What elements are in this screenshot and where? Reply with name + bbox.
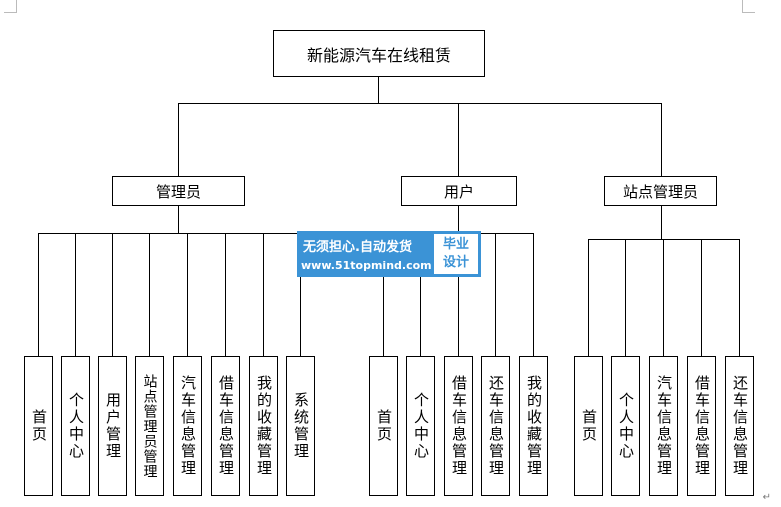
leaf-label: 系统管理 <box>292 392 310 460</box>
connector <box>458 103 459 176</box>
watermark-url: www.51topmind.com <box>301 259 432 272</box>
leaf-label: 个人中心 <box>67 392 85 460</box>
connector <box>378 77 379 103</box>
connector <box>533 233 534 356</box>
leaf-label: 还车信息管理 <box>731 375 749 477</box>
leaf-node: 还车信息管理 <box>725 356 754 496</box>
leaf-node: 个人中心 <box>611 356 640 496</box>
connector <box>225 233 226 356</box>
leaf-label: 我的收藏管理 <box>255 375 273 477</box>
leaf-label: 首页 <box>580 409 598 443</box>
watermark-banner: 无须担心.自动发货 www.51topmind.com 毕业 设计 <box>297 231 481 277</box>
connector <box>187 233 188 356</box>
group-label: 管理员 <box>155 182 201 201</box>
leaf-node: 我的收藏管理 <box>519 356 548 496</box>
connector <box>625 239 626 356</box>
leaf-node: 站点管理员管理 <box>135 356 164 496</box>
leaf-label: 个人中心 <box>412 392 430 460</box>
connector <box>458 206 459 233</box>
group-label: 站点管理员 <box>622 182 698 201</box>
leaf-node: 汽车信息管理 <box>173 356 202 496</box>
leaf-node: 首页 <box>369 356 398 496</box>
connector <box>739 239 740 356</box>
page-corner-top-left <box>4 0 17 13</box>
connector <box>112 233 113 356</box>
group-node-user: 用户 <box>401 176 517 206</box>
paragraph-mark-icon: ↵ <box>762 492 771 503</box>
group-node-admin: 管理员 <box>112 176 245 206</box>
leaf-label: 借车信息管理 <box>693 375 711 477</box>
connector <box>420 233 421 356</box>
watermark-slogan: 无须担心.自动发货 <box>303 240 412 255</box>
connector <box>661 103 662 176</box>
group-label: 用户 <box>443 182 474 201</box>
leaf-label: 站点管理员管理 <box>141 373 158 479</box>
connector <box>263 233 264 356</box>
leaf-node: 个人中心 <box>61 356 90 496</box>
leaf-label: 首页 <box>30 409 48 443</box>
leaf-label: 用户管理 <box>104 392 122 460</box>
connector <box>300 233 301 356</box>
leaf-label: 个人中心 <box>617 392 635 460</box>
leaf-node: 借车信息管理 <box>444 356 473 496</box>
connector <box>178 103 179 176</box>
connector <box>178 206 179 233</box>
leaf-label: 汽车信息管理 <box>179 375 197 477</box>
page-corner-top-right <box>742 0 755 13</box>
leaf-label: 还车信息管理 <box>487 375 505 477</box>
leaf-node: 还车信息管理 <box>481 356 510 496</box>
root-node: 新能源汽车在线租赁 <box>273 30 485 77</box>
watermark-badge-line: 毕业 <box>442 237 469 252</box>
watermark-badge: 毕业 设计 <box>434 234 478 274</box>
leaf-node: 系统管理 <box>286 356 315 496</box>
connector <box>663 239 664 356</box>
group-node-site-admin: 站点管理员 <box>604 176 717 206</box>
leaf-label: 汽车信息管理 <box>655 375 673 477</box>
leaf-node: 我的收藏管理 <box>249 356 278 496</box>
connector <box>495 233 496 356</box>
leaf-node: 用户管理 <box>98 356 127 496</box>
watermark-badge-line: 设计 <box>442 255 469 270</box>
root-title: 新能源汽车在线租赁 <box>306 45 451 65</box>
leaf-label: 借车信息管理 <box>450 375 468 477</box>
connector <box>149 233 150 356</box>
leaf-node: 借车信息管理 <box>211 356 240 496</box>
connector <box>701 239 702 356</box>
leaf-node: 汽车信息管理 <box>649 356 678 496</box>
leaf-label: 首页 <box>375 409 393 443</box>
connector <box>383 233 384 356</box>
connector <box>38 233 39 356</box>
connector <box>75 233 76 356</box>
leaf-label: 借车信息管理 <box>217 375 235 477</box>
leaf-node: 个人中心 <box>406 356 435 496</box>
leaf-node: 借车信息管理 <box>687 356 716 496</box>
connector <box>661 206 662 239</box>
leaf-node: 首页 <box>574 356 603 496</box>
connector <box>588 239 589 356</box>
leaf-node: 首页 <box>24 356 53 496</box>
connector <box>178 103 662 104</box>
connector <box>458 233 459 356</box>
connector <box>38 233 301 234</box>
leaf-label: 我的收藏管理 <box>525 375 543 477</box>
